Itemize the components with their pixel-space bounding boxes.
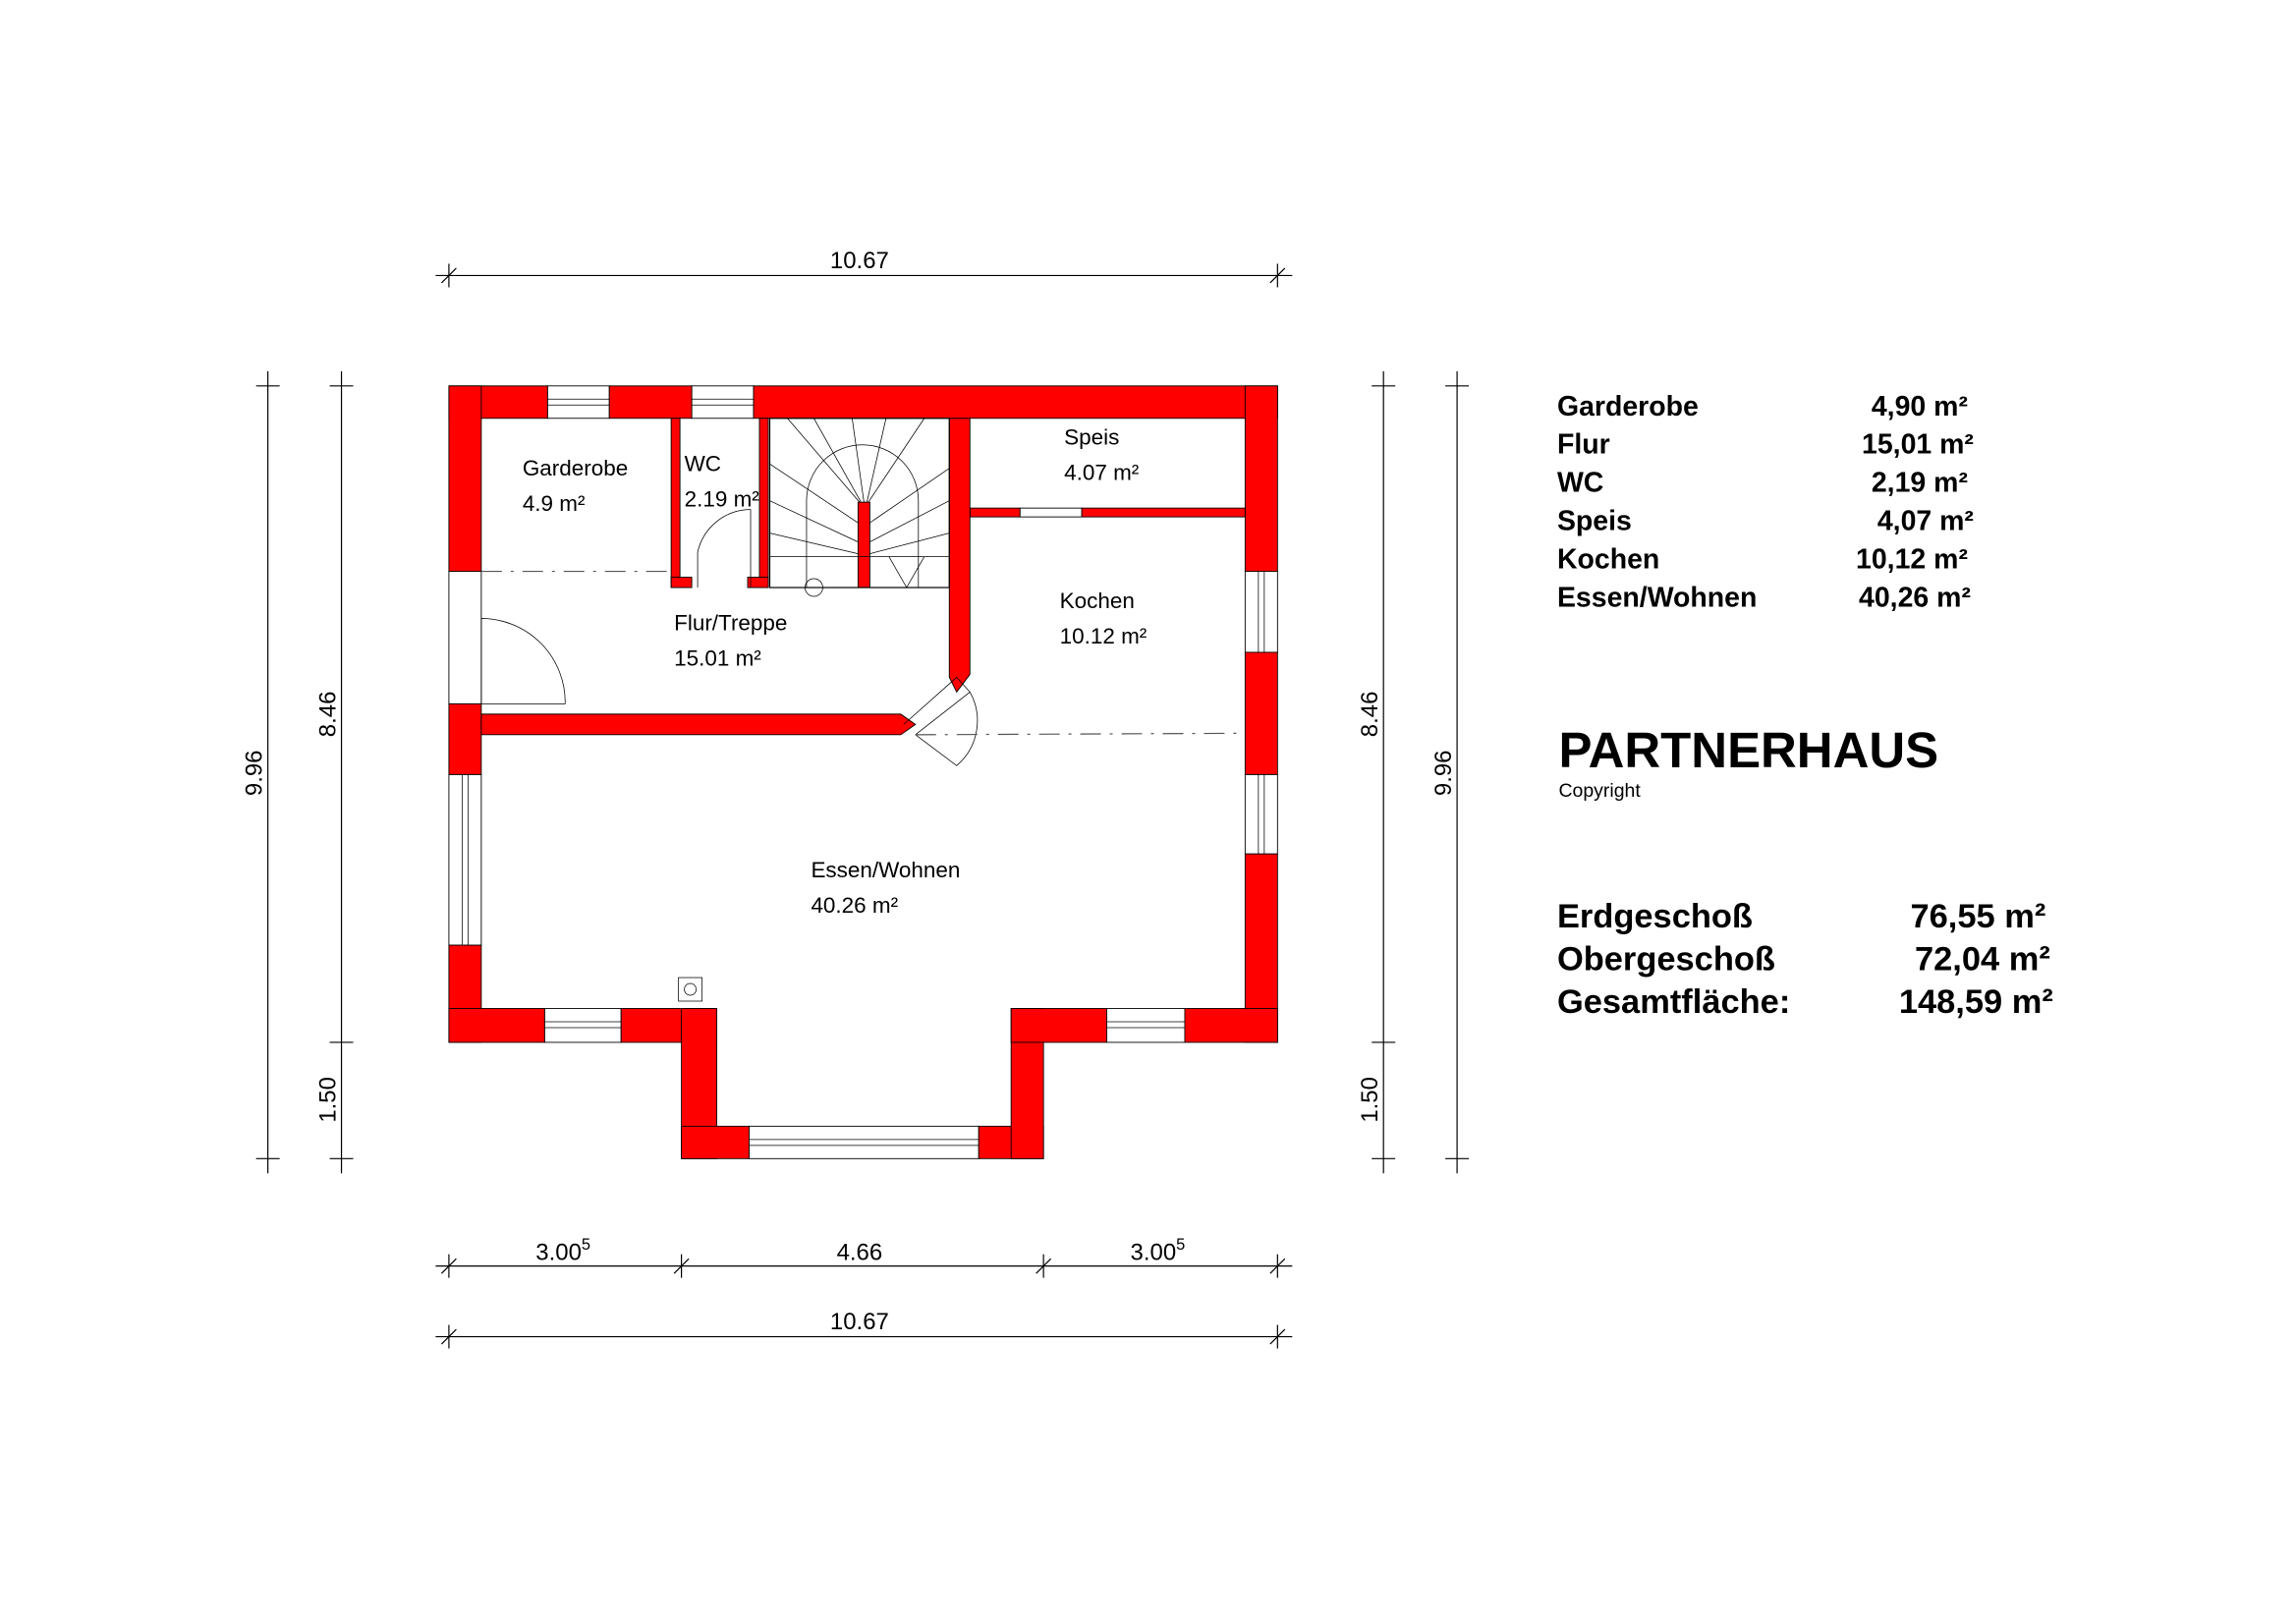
area-table-name: Essen/Wohnen <box>1557 583 1757 614</box>
area-table-value: 40,26 m² <box>1859 583 1971 614</box>
area-table-name: Garderobe <box>1557 391 1699 422</box>
dim-top-total: 10.67 <box>830 248 889 274</box>
dim-left-outer: 9.96 <box>242 750 268 796</box>
totals-table: Erdgeschoß 76,55 m² Obergeschoß 72,04 m²… <box>1557 898 2053 1021</box>
totals-value: 76,55 m² <box>1910 898 2045 935</box>
room-area-kochen: 10.12 m² <box>1060 624 1148 648</box>
dim-bottom-left: 3.005 <box>535 1236 590 1265</box>
room-area-essen: 40.26 m² <box>811 893 898 918</box>
room-area-garderobe: 4.9 m² <box>523 491 586 516</box>
dim-bottom-right: 3.005 <box>1131 1236 1186 1265</box>
room-area-flur: 15.01 m² <box>674 645 761 670</box>
room-name-garderobe: Garderobe <box>523 456 628 480</box>
area-table-value: 15,01 m² <box>1862 429 1974 461</box>
dim-left-bay: 1.50 <box>315 1077 342 1123</box>
totals-name: Gesamtfläche: <box>1557 983 1790 1021</box>
area-table-value: 2,19 m² <box>1872 468 1968 499</box>
room-name-essen: Essen/Wohnen <box>811 858 960 882</box>
doors <box>480 509 1246 1002</box>
room-name-kochen: Kochen <box>1060 588 1135 613</box>
totals-name: Obergeschoß <box>1557 941 1775 979</box>
room-area-speis: 4.07 m² <box>1064 461 1140 485</box>
walls <box>448 385 1278 1159</box>
room-area-wc: 2.19 m² <box>685 487 760 512</box>
area-table-name: Speis <box>1557 506 1632 537</box>
brand-title: PARTNERHAUS <box>1558 722 1938 778</box>
dim-left-main: 8.46 <box>315 692 342 738</box>
totals-value: 72,04 m² <box>1915 941 2050 979</box>
room-name-speis: Speis <box>1064 425 1119 450</box>
totals-name: Erdgeschoß <box>1557 898 1753 935</box>
area-table-name: Flur <box>1557 429 1610 461</box>
dim-bottom-total: 10.67 <box>830 1309 889 1335</box>
dim-right-bay: 1.50 <box>1357 1077 1383 1123</box>
area-table-value: 4,90 m² <box>1872 391 1968 422</box>
dim-right-outer: 9.96 <box>1430 750 1457 796</box>
area-table-name: Kochen <box>1557 544 1659 576</box>
room-name-wc: WC <box>685 452 721 476</box>
area-table-value: 10,12 m² <box>1856 544 1968 576</box>
room-name-flur: Flur/Treppe <box>674 610 787 635</box>
dimension-lines <box>255 263 1470 1349</box>
area-table-name: WC <box>1557 468 1603 499</box>
dim-right-main: 8.46 <box>1357 692 1383 738</box>
brand-copyright: Copyright <box>1558 780 1641 802</box>
staircase <box>768 418 950 597</box>
area-table-value: 4,07 m² <box>1877 506 1974 537</box>
area-table: Garderobe 4,90 m² Flur 15,01 m² WC 2,19 … <box>1557 391 1974 614</box>
dim-bottom-middle: 4.66 <box>837 1240 883 1266</box>
totals-value: 148,59 m² <box>1899 983 2053 1021</box>
